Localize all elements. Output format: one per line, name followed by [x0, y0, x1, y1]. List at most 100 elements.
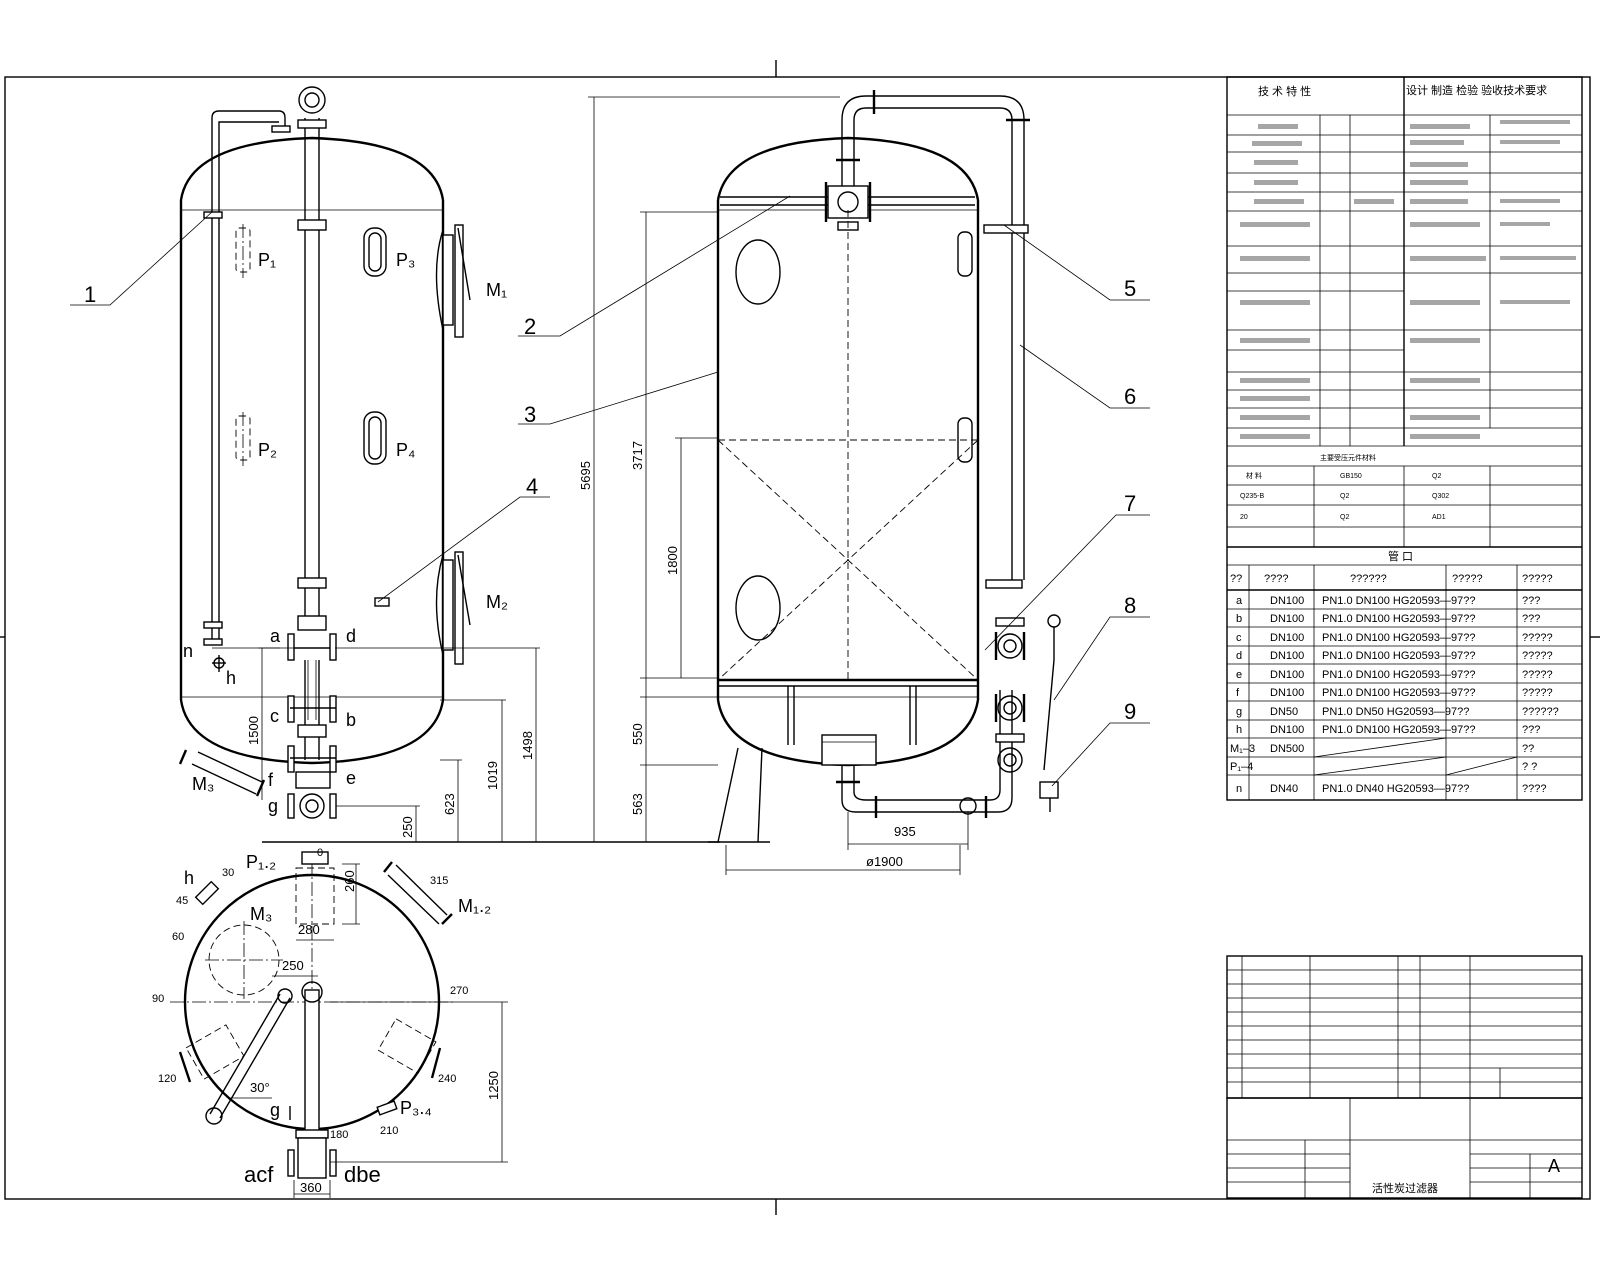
label-c: c	[270, 706, 279, 726]
nozzle-row-m-use: ??	[1522, 743, 1534, 755]
mat-row-1-col-3: Q2	[1432, 473, 1441, 480]
nozzle-row-m-size: DN500	[1270, 743, 1304, 755]
dim-3717: 3717	[630, 441, 645, 470]
plan-dim-280: 280	[298, 922, 320, 937]
dim-1500: 1500	[246, 716, 261, 745]
left-dimensions	[258, 647, 720, 843]
mat-row-3-col-1: 20	[1240, 514, 1248, 521]
nozzle-row-h-size: DN100	[1270, 724, 1304, 736]
leader-number-8: 8	[1124, 593, 1136, 618]
nozzle-header-2: ????	[1264, 573, 1288, 585]
plan-angle-180: 180	[330, 1129, 348, 1141]
dim-1498: 1498	[520, 731, 535, 760]
nozzle-row-b-size: DN100	[1270, 613, 1304, 625]
mat-row-2-col-3: Q302	[1432, 493, 1449, 500]
drawing-frame	[0, 60, 1600, 1215]
nozzle-row-d-size: DN100	[1270, 650, 1304, 662]
nozzle-row-n-size: DN40	[1270, 783, 1298, 795]
nozzle-row-p-symbol: P₁–4	[1230, 761, 1253, 773]
nozzle-header-1: ??	[1230, 573, 1242, 585]
plan-label-dbe: dbe	[344, 1162, 381, 1187]
nozzle-rows: a DN100 PN1.0 DN100 HG20593—97?? ??? b D…	[1230, 595, 1559, 795]
label-g: g	[268, 796, 278, 816]
nozzle-table-title: 管 口	[1388, 549, 1413, 563]
label-m2: M₂	[486, 592, 508, 612]
nozzle-header-5: ?????	[1522, 573, 1553, 585]
plan-angle-90: 90	[152, 993, 164, 1005]
nozzle-row-n-symbol: n	[1236, 783, 1242, 795]
nozzle-row-h-use: ???	[1522, 724, 1540, 736]
leader-number-3: 3	[524, 402, 536, 427]
nozzle-row-d-symbol: d	[1236, 650, 1242, 662]
label-b: b	[346, 710, 356, 730]
plan-angle-210: 210	[380, 1125, 398, 1137]
label-p2: P₂	[258, 440, 277, 460]
plan-label-g: g	[270, 1100, 280, 1120]
label-d: d	[346, 626, 356, 646]
nozzle-row-g-size: DN50	[1270, 706, 1298, 718]
leader-number-2: 2	[524, 314, 536, 339]
nozzle-row-f-standard: PN1.0 DN100 HG20593—97??	[1322, 687, 1475, 699]
nozzle-row-p-use: ? ?	[1522, 761, 1537, 773]
leader-number-5: 5	[1124, 276, 1136, 301]
nozzle-row-c-size: DN100	[1270, 632, 1304, 644]
title-block	[1226, 1097, 1583, 1199]
plan-angle-30: 30	[222, 867, 234, 879]
nozzle-row-a-symbol: a	[1236, 595, 1243, 607]
dim-1019: 1019	[485, 761, 500, 790]
nozzle-row-b-standard: PN1.0 DN100 HG20593—97??	[1322, 613, 1475, 625]
spec-tiny-text	[1240, 120, 1576, 439]
spec-left-title: 技 术 特 性	[1258, 84, 1311, 98]
plan-label-m12: M₁.₂	[458, 896, 491, 916]
label-e: e	[346, 768, 356, 788]
nozzle-row-f-use: ?????	[1522, 687, 1553, 699]
plan-angle-45: 45	[176, 895, 188, 907]
plan-dim-360: 360	[300, 1180, 322, 1195]
label-m1: M₁	[486, 280, 507, 300]
nozzle-row-e-use: ?????	[1522, 669, 1553, 681]
nozzle-row-c-standard: PN1.0 DN100 HG20593—97??	[1322, 632, 1475, 644]
dim-1900: ø1900	[866, 854, 903, 869]
nozzle-row-m-symbol: M₁–3	[1230, 743, 1255, 755]
nozzle-row-f-symbol: f	[1236, 687, 1240, 699]
nozzle-row-d-use: ?????	[1522, 650, 1553, 662]
label-m3: M₃	[192, 774, 214, 794]
leader-number-7: 7	[1124, 491, 1136, 516]
leader-number-9: 9	[1124, 699, 1136, 724]
mat-row-1-col-2: GB150	[1340, 473, 1362, 480]
nozzle-row-c-use: ?????	[1522, 632, 1553, 644]
nozzle-row-h-symbol: h	[1236, 724, 1242, 736]
sight-glass	[235, 224, 387, 466]
plan-angle-120: 120	[158, 1073, 176, 1085]
mat-row-1-col-1: 材 料	[1246, 471, 1262, 480]
mat-row-3-col-2: Q2	[1340, 514, 1349, 521]
nozzle-row-a-size: DN100	[1270, 595, 1304, 607]
drawing-name: 活性炭过滤器	[1372, 1181, 1438, 1195]
plan-dim-260: 260	[342, 870, 357, 892]
plan-angle-30-degree: 30°	[250, 1080, 270, 1095]
plan-label-h: h	[184, 868, 194, 888]
mat-row-2-col-1: Q235-B	[1240, 493, 1264, 500]
dim-250-vertical: 250	[400, 816, 415, 838]
dim-1800: 1800	[665, 546, 680, 575]
manhole-m1	[435, 224, 471, 338]
left-elevation-vessel	[178, 86, 471, 819]
leader-number-6: 6	[1124, 384, 1136, 409]
nozzle-row-b-use: ???	[1522, 613, 1540, 625]
spec-right-title: 设计 制造 检验 验收技术要求	[1406, 83, 1547, 97]
nozzle-row-n-use: ????	[1522, 783, 1546, 795]
right-dimensions	[588, 96, 969, 875]
nozzle-row-b-symbol: b	[1236, 613, 1242, 625]
leader-number-4: 4	[526, 474, 538, 499]
leader-lines	[70, 195, 1150, 787]
nozzle-header-4: ?????	[1452, 573, 1483, 585]
spec-table	[1226, 76, 1583, 801]
plan-angle-0: 0	[317, 847, 323, 859]
nozzle-row-f-size: DN100	[1270, 687, 1304, 699]
dim-623: 623	[442, 793, 457, 815]
nozzle-row-g-standard: PN1.0 DN50 HG20593—97??	[1322, 706, 1469, 718]
nozzle-row-h-standard: PN1.0 DN100 HG20593—97??	[1322, 724, 1475, 736]
nozzle-row-d-standard: PN1.0 DN100 HG20593—97??	[1322, 650, 1475, 662]
dim-5695: 5695	[578, 461, 593, 490]
